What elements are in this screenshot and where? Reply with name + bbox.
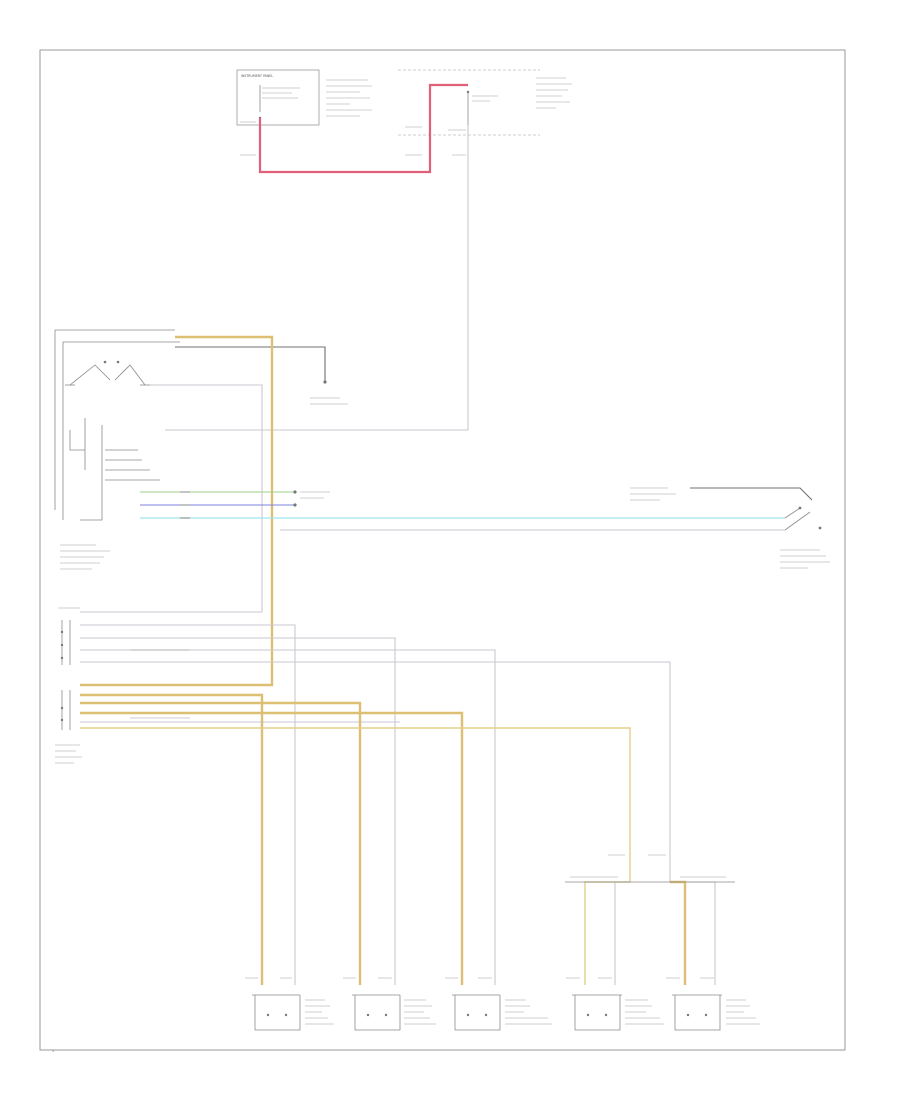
yellow-main-bus [80,335,274,687]
gray-bus-2 [80,624,296,985]
page-number: 1 [52,1049,54,1053]
door-jamb-switch [630,487,830,569]
gray-bus-4 [80,649,496,985]
gray-bus-5 [80,661,671,860]
diagram-frame [39,49,846,1051]
yellow-bus-1 [80,693,264,985]
headlamp-switch [54,329,180,570]
yellow-bus-3 [80,711,464,985]
lamp-5 [666,977,760,1031]
fuse-panel: INSTRUMENT PANEL [236,69,320,126]
yellow-bus-4 [80,727,631,860]
passenger-compartment-box [398,69,572,136]
lamp-2 [343,977,436,1031]
red-feed-wire [258,83,468,174]
light-switch-bottom [55,607,82,764]
lamp-1 [245,977,334,1031]
lamp-3 [445,977,552,1031]
instrument-panel-label: INSTRUMENT PANEL [241,74,273,78]
gray-wire-switch [150,384,263,612]
fuse-panel-notes [326,79,372,117]
ground-splice-left [570,854,631,985]
gray-feed-wire [165,125,469,431]
ground-splice-right [648,854,726,985]
yellow-bus-2 [80,701,362,985]
lamp-4 [566,977,664,1031]
black-wire-top [175,346,326,382]
gray-bus-3 [80,637,396,985]
